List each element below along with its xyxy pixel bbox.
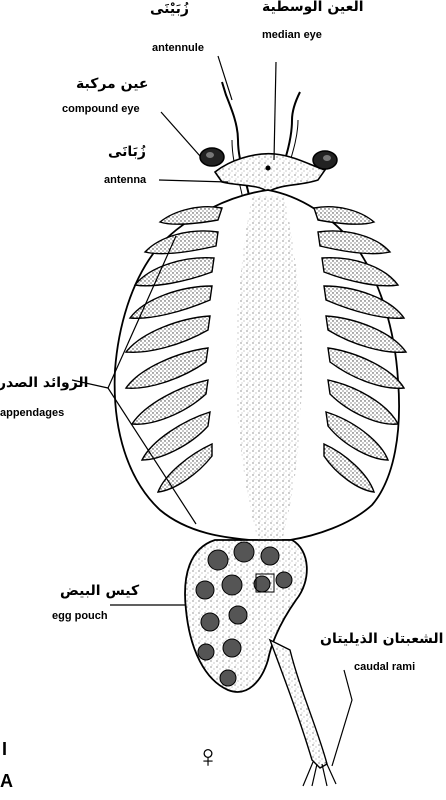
antennule-english: antennule <box>152 43 204 54</box>
median-eye-dot <box>266 166 271 171</box>
corner-mark-bottom: A <box>0 772 13 790</box>
median-eye-english: median eye <box>262 30 322 41</box>
median-eye-arabic: العين الوسطية <box>262 0 364 14</box>
appendages-english: appendages <box>0 408 64 419</box>
antenna-arabic: زُبَانَى <box>108 145 146 159</box>
egg-pouch-english: egg pouch <box>52 611 108 622</box>
female-symbol: ♀ <box>196 740 220 772</box>
compound-eye-arabic: عين مركبة <box>76 77 148 91</box>
caudal-rami-arabic: الشعبتان الذيليتان <box>320 632 443 646</box>
antenna-english: antenna <box>104 175 146 186</box>
corner-mark-top: I <box>2 740 7 758</box>
compound-eye-english: compound eye <box>62 104 140 115</box>
caudal-rami-english: caudal rami <box>354 662 415 673</box>
antennule-arabic: زُبَيْنَى <box>150 2 189 16</box>
appendages-arabic: الزوائد الصدر <box>0 376 88 390</box>
egg-pouch-arabic: كيس البيض <box>60 584 139 598</box>
head <box>215 154 325 192</box>
tail <box>270 640 336 786</box>
